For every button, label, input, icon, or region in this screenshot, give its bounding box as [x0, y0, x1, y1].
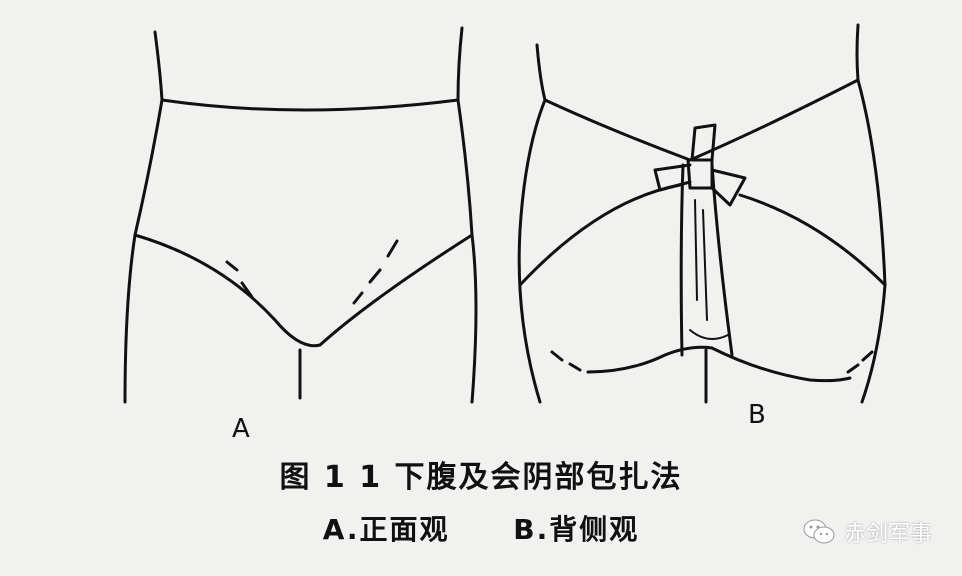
front-left-thigh-dash	[225, 260, 254, 299]
figure-b-label: B	[748, 400, 766, 430]
figure-caption-title: 图 1 1 下腹及会阴部包扎法	[279, 460, 683, 495]
caption-back-view: B.背侧观	[513, 513, 640, 546]
back-torso-left-outline	[517, 43, 547, 404]
back-buttocks-left-dash	[550, 350, 582, 372]
back-knot	[653, 123, 747, 207]
back-buttocks-right-dash	[846, 350, 874, 374]
figure-a-label: A	[232, 414, 250, 444]
front-view-drawing	[123, 26, 478, 404]
caption-front-view: A.正面观	[322, 513, 450, 546]
back-strip-folds	[689, 199, 729, 340]
wechat-icon	[803, 519, 835, 544]
back-bandage-lower-band	[518, 183, 887, 287]
back-view-drawing	[517, 23, 887, 404]
back-buttocks-curve	[586, 345, 852, 383]
back-vertical-strip-left	[679, 163, 685, 357]
watermark-text: 赤剑军事	[843, 522, 932, 547]
back-vertical-strip-right	[710, 163, 734, 357]
front-torso-left-outline	[123, 30, 164, 404]
back-torso-right-outline	[855, 23, 887, 404]
front-bandage-waist-band	[160, 98, 460, 112]
figure-caption-views: A.正面观 B.背侧观	[0, 508, 962, 548]
front-torso-right-outline	[456, 26, 478, 404]
front-bandage-lower-edge	[133, 233, 474, 348]
watermark: 赤剑军事	[802, 516, 932, 548]
front-right-thigh-dash	[352, 239, 399, 305]
back-bandage-upper-band	[543, 78, 860, 162]
